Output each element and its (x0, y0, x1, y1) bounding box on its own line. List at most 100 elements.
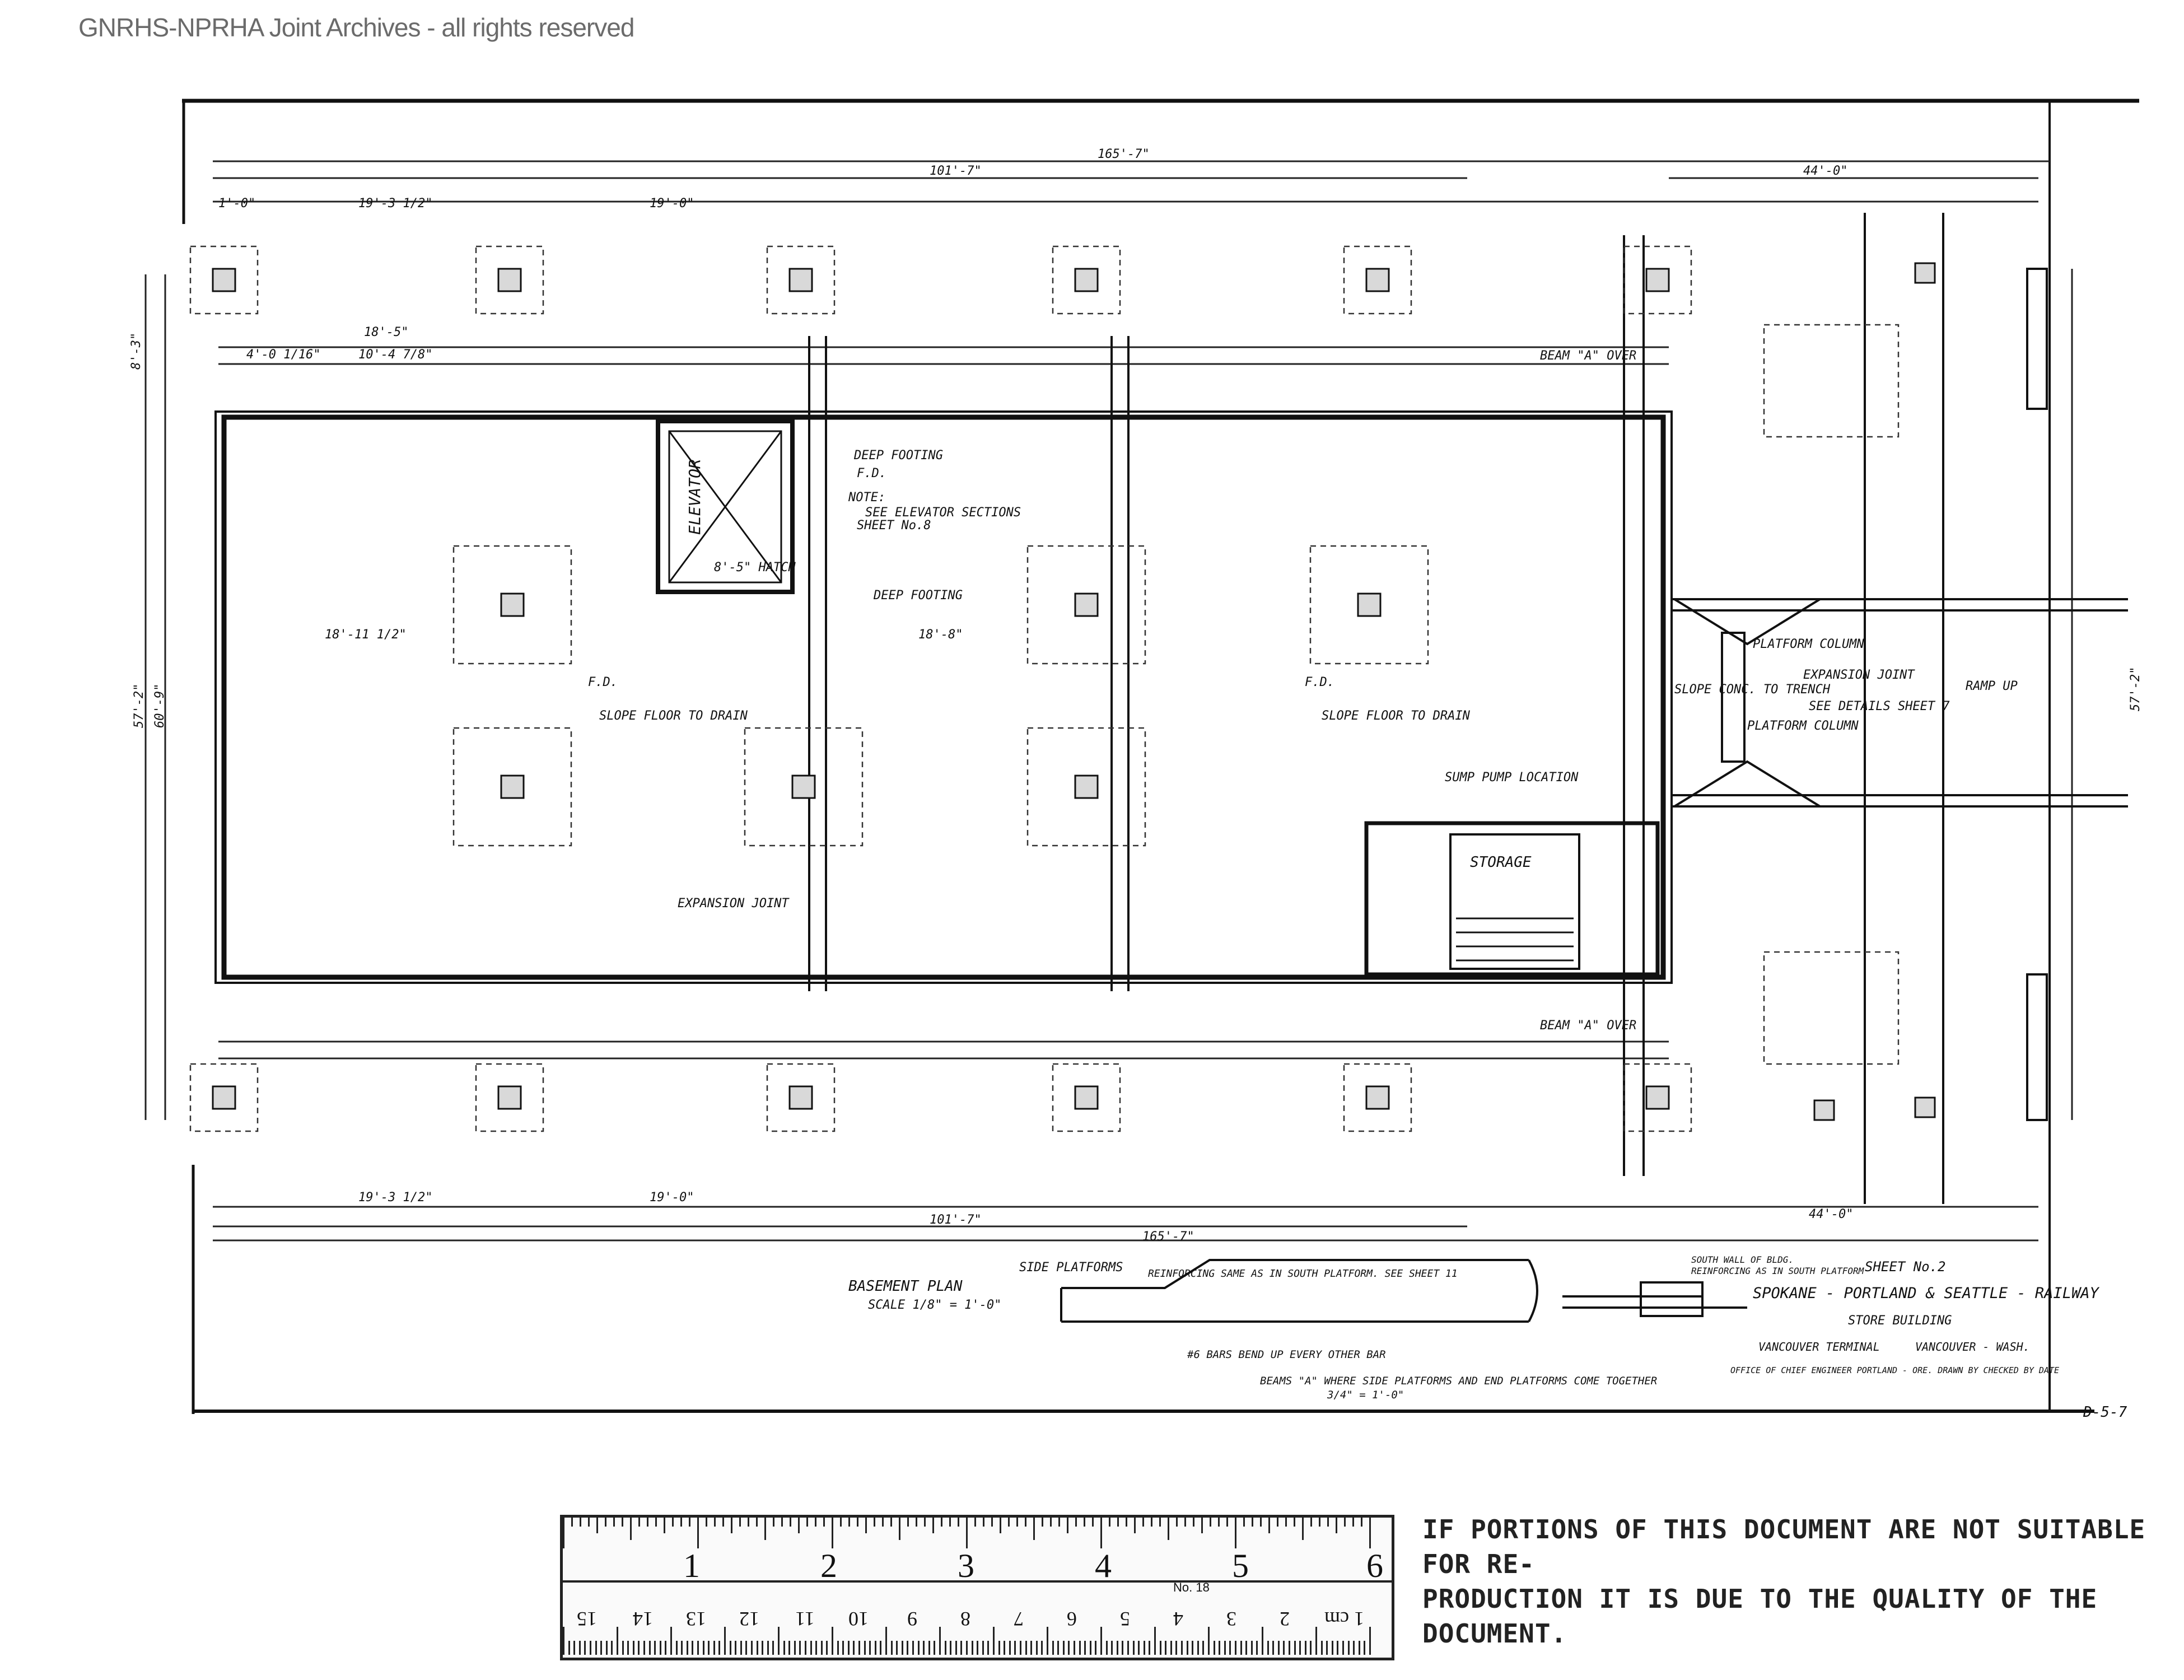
ruler-tick (874, 1641, 876, 1655)
ruler-tick (1315, 1627, 1317, 1655)
ruler-tick (745, 1641, 748, 1655)
ruler-tick (783, 1641, 785, 1655)
fd-label-1: F.D. (857, 466, 886, 480)
ruler-tick (1364, 1641, 1366, 1655)
ruler-tick (924, 1518, 926, 1527)
ruler-tick (949, 1518, 951, 1527)
ruler-tick (1151, 1518, 1152, 1527)
ruler-tick (580, 1518, 581, 1527)
ruler-tick (588, 1518, 590, 1527)
ruler-tick (923, 1641, 925, 1655)
ruler-inch-1: 1 (683, 1547, 700, 1584)
dim-depth-b: 60'-9" (153, 684, 167, 728)
ruler-tick (1008, 1518, 1010, 1527)
ruler-tick (885, 1627, 887, 1655)
ruler-tick (941, 1518, 942, 1527)
ruler-tick (1004, 1641, 1006, 1655)
ruler-tick (773, 1518, 774, 1527)
ruler-tick (713, 1641, 715, 1655)
ruler-tick (1134, 1518, 1136, 1533)
ruler-tick (960, 1641, 963, 1655)
ruler-tick (1272, 1641, 1275, 1655)
disclaimer-line-2: PRODUCTION IT IS DUE TO THE QUALITY OF T… (1422, 1584, 2098, 1649)
ruler-tick (781, 1518, 783, 1527)
ruler-tick (686, 1641, 688, 1655)
ruler-tick (735, 1641, 737, 1655)
ruler-tick (1310, 1518, 1312, 1527)
ruler-tick (1353, 1641, 1355, 1655)
beams-scale-label: 3/4" = 1'-0" (1327, 1389, 1404, 1401)
dim-bay-b-bottom: 19'-0" (650, 1191, 694, 1205)
dim-span-b: 18'-8" (918, 628, 963, 642)
ruler-tick (622, 1518, 623, 1527)
ruler-tick (1245, 1641, 1248, 1655)
ruler-tick (820, 1641, 823, 1655)
disclaimer-line-1: IF PORTIONS OF THIS DOCUMENT ARE NOT SUI… (1422, 1514, 2146, 1579)
ruler-tick (1025, 1518, 1026, 1527)
ruler-tick (664, 1518, 665, 1533)
ruler-tick (740, 1641, 742, 1655)
ruler-tick (702, 1641, 704, 1655)
ruler-tick (1224, 1641, 1226, 1655)
ruler-tick (1250, 1641, 1253, 1655)
ruler-tick (983, 1518, 984, 1527)
ruler-tick (1218, 1518, 1220, 1527)
ruler-tick (853, 1641, 855, 1655)
ruler-tick (890, 1518, 892, 1527)
ruler-tick (675, 1641, 678, 1655)
ruler-tick (1057, 1641, 1060, 1655)
ruler-tick (1358, 1641, 1360, 1655)
ruler-tick (1320, 1641, 1323, 1655)
south-reinf-label: REINFORCING AS IN SOUTH PLATFORM (1691, 1266, 1865, 1276)
ruler-cm-15: 15 (577, 1608, 597, 1630)
ruler-tick (638, 1518, 640, 1527)
ruler-tick (1285, 1518, 1287, 1527)
hatch-bottom-label: 8'-5" HATCH (714, 561, 796, 575)
ruler-tick (974, 1518, 976, 1527)
ruler-tick (578, 1641, 581, 1655)
ruler-cm-3: 3 (1226, 1608, 1236, 1630)
dim-depth-right: 57'-2" (2129, 667, 2143, 711)
ruler-tick (991, 1518, 993, 1527)
ruler-tick (611, 1641, 613, 1655)
sheet-number: SHEET No.2 (1865, 1259, 1946, 1275)
ruler-tick (680, 1518, 682, 1527)
ruler-tick (1127, 1641, 1129, 1655)
ruler-tick (772, 1641, 774, 1655)
ruler-tick (971, 1641, 973, 1655)
ruler-tick (869, 1641, 871, 1655)
ruler-tick (823, 1518, 825, 1527)
ruler-tick (832, 1627, 833, 1655)
ruler-tick (1201, 1518, 1203, 1533)
deep-footing-label-2: DEEP FOOTING (873, 589, 963, 603)
south-wall-label: SOUTH WALL OF BLDG. (1691, 1254, 1794, 1265)
ruler-tick (966, 1518, 968, 1548)
ruler-tick (605, 1518, 606, 1527)
storage-label: STORAGE (1470, 854, 1532, 871)
ruler-tick (874, 1518, 875, 1527)
ruler-tick (659, 1641, 661, 1655)
ruler-tick (865, 1518, 867, 1533)
ruler-tick (1068, 1641, 1070, 1655)
ruler-tick (1050, 1518, 1052, 1527)
ruler-tick (584, 1641, 586, 1655)
ruler-tick (1202, 1641, 1205, 1655)
ruler-tick (1117, 1518, 1119, 1527)
ruler-tick (1138, 1641, 1140, 1655)
ruler-tick (1252, 1518, 1253, 1527)
ruler-tick (665, 1641, 667, 1655)
ruler-cm-14: 14 (633, 1608, 653, 1630)
ruler-inch-2: 2 (820, 1547, 837, 1584)
office-line: OFFICE OF CHIEF ENGINEER PORTLAND - ORE.… (1730, 1365, 2059, 1375)
ruler-tick (788, 1641, 791, 1655)
ruler-tick (697, 1641, 699, 1655)
railway-name: SPOKANE - PORTLAND & SEATTLE - RAILWAY (1753, 1285, 2099, 1302)
ruler-tick (1116, 1641, 1118, 1655)
ruler-tick (1142, 1518, 1144, 1527)
ruler-tick (1219, 1641, 1221, 1655)
ruler-tick (670, 1627, 672, 1655)
ruler-tick (899, 1518, 900, 1540)
ruler-tick (1283, 1641, 1285, 1655)
